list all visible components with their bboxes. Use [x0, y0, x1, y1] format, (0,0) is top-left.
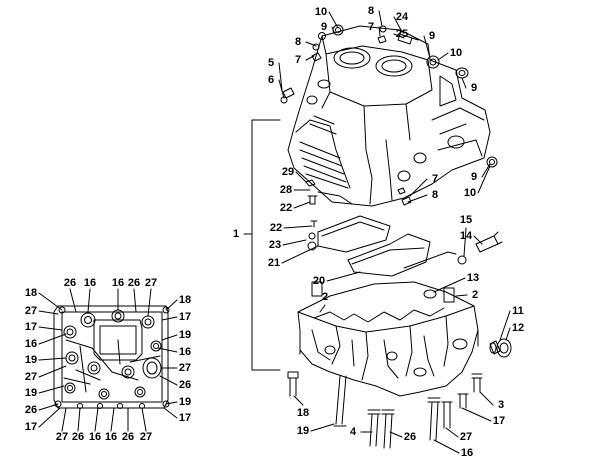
- callout-18: 18: [24, 287, 38, 299]
- callout-16: 16: [460, 447, 474, 459]
- leader-lines: [278, 10, 511, 454]
- callout-8: 8: [367, 5, 375, 17]
- callout-23: 23: [268, 239, 282, 251]
- callout-17: 17: [492, 415, 506, 427]
- upper-crankcase: [287, 25, 491, 207]
- callout-1: 1: [232, 228, 240, 240]
- callout-26: 26: [127, 277, 141, 289]
- callout-8: 8: [294, 36, 302, 48]
- callout-12: 12: [511, 322, 525, 334]
- callout-26: 26: [71, 431, 85, 443]
- callout-16: 16: [24, 338, 38, 350]
- callout-25: 25: [395, 28, 409, 40]
- callout-4: 4: [349, 426, 357, 438]
- lower-bolts: [287, 371, 483, 449]
- callout-18: 18: [178, 294, 192, 306]
- callout-16: 16: [178, 346, 192, 358]
- callout-10: 10: [463, 187, 477, 199]
- callout-17: 17: [178, 412, 192, 424]
- callout-21: 21: [267, 257, 281, 269]
- callout-17: 17: [24, 421, 38, 433]
- callout-26: 26: [63, 277, 77, 289]
- callout-26: 26: [24, 404, 38, 416]
- callout-19: 19: [178, 329, 192, 341]
- callout-1-bracket: [243, 119, 281, 371]
- inset-leader-lines: [38, 288, 178, 432]
- callout-27: 27: [178, 362, 192, 374]
- callout-26: 26: [121, 431, 135, 443]
- callout-19: 19: [178, 396, 192, 408]
- callout-9: 9: [428, 30, 436, 42]
- callout-27: 27: [24, 371, 38, 383]
- callout-9: 9: [320, 21, 328, 33]
- baffle-plates: [307, 215, 457, 277]
- callout-10: 10: [449, 47, 463, 59]
- callout-27: 27: [24, 305, 38, 317]
- callout-16: 16: [111, 277, 125, 289]
- callout-14: 14: [459, 230, 473, 242]
- callout-22: 22: [269, 222, 283, 234]
- callout-16: 16: [104, 431, 118, 443]
- callout-18: 18: [296, 407, 310, 419]
- fitting-14-15: [457, 231, 503, 265]
- callout-19: 19: [24, 387, 38, 399]
- callout-8: 8: [431, 189, 439, 201]
- callout-17: 17: [24, 321, 38, 333]
- callout-19: 19: [24, 354, 38, 366]
- callout-22: 22: [279, 202, 293, 214]
- callout-15: 15: [459, 214, 473, 226]
- callout-28: 28: [279, 184, 293, 196]
- callout-16: 16: [88, 431, 102, 443]
- callout-27: 27: [459, 431, 473, 443]
- callout-10: 10: [314, 6, 328, 18]
- callout-11: 11: [512, 305, 524, 317]
- callout-7: 7: [367, 21, 375, 33]
- callout-24: 24: [395, 11, 409, 23]
- callout-27: 27: [55, 431, 69, 443]
- callout-2: 2: [471, 289, 479, 301]
- callout-20: 20: [312, 275, 326, 287]
- plug-11-12: [489, 338, 512, 358]
- callout-6: 6: [267, 74, 275, 86]
- callout-26: 26: [178, 379, 192, 391]
- bottom-view-inset: [53, 305, 170, 409]
- callout-27: 27: [144, 277, 158, 289]
- callout-9: 9: [470, 171, 478, 183]
- callout-17: 17: [178, 311, 192, 323]
- callout-7: 7: [294, 54, 302, 66]
- callout-7: 7: [431, 173, 439, 185]
- callout-3: 3: [497, 399, 505, 411]
- callout-19: 19: [296, 425, 310, 437]
- callout-5: 5: [267, 57, 275, 69]
- lower-crankcase: [297, 281, 479, 397]
- callout-16: 16: [83, 277, 97, 289]
- upper-fittings: [280, 24, 498, 206]
- callout-26: 26: [403, 431, 417, 443]
- callout-27: 27: [139, 431, 153, 443]
- callout-29: 29: [281, 166, 295, 178]
- callout-2: 2: [321, 291, 329, 303]
- callout-13: 13: [466, 272, 480, 284]
- callout-9: 9: [470, 82, 478, 94]
